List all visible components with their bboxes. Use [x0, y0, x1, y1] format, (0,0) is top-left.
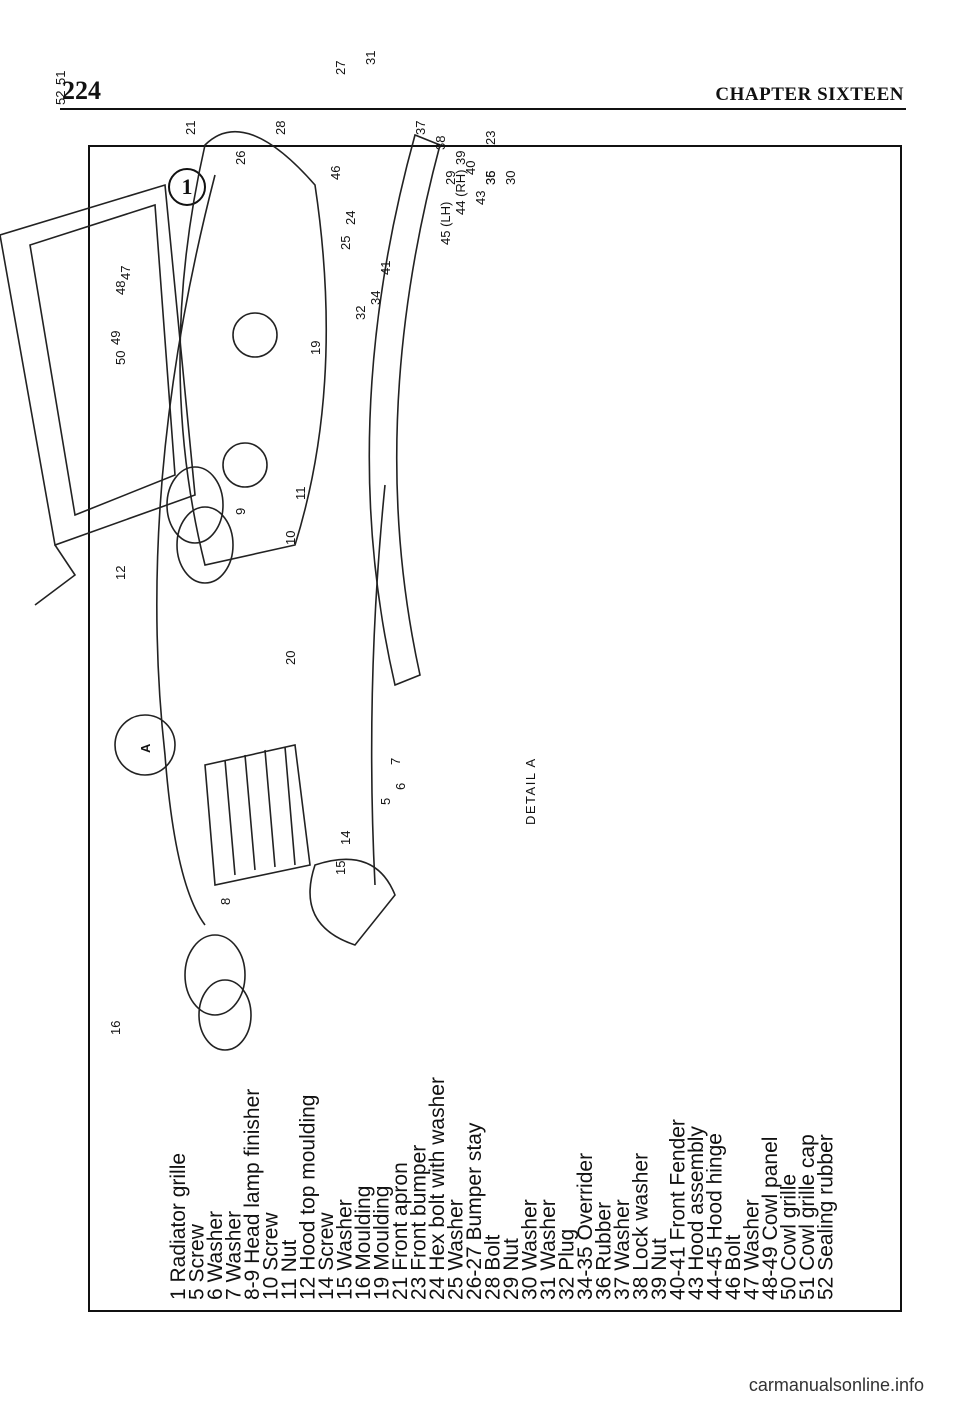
callout-label: 46 — [328, 166, 343, 180]
legend-entry: 8-9 Head lamp finisher — [241, 1089, 264, 1300]
legend-entry: 50 Cowl grille — [778, 1174, 801, 1300]
callout-label: 21 — [183, 121, 198, 135]
page-header: 224 CHAPTER SIXTEEN — [0, 0, 960, 110]
chapter-title: CHAPTER SIXTEEN — [715, 84, 904, 105]
callout-label: 5 — [378, 798, 393, 805]
callout-label: 37 — [413, 121, 428, 135]
callout-label: 20 — [283, 651, 298, 665]
callout-label: 40 — [463, 161, 478, 175]
legend-entry: 7 Washer — [223, 1211, 246, 1300]
legend-entry: 24 Hex bolt with washer — [426, 1077, 449, 1300]
legend-entry: 29 Nut — [500, 1238, 523, 1300]
callout-label: 32 — [353, 306, 368, 320]
callout-label: 30 — [503, 171, 518, 185]
legend-entry: 10 Screw — [260, 1212, 283, 1300]
callout-label: 25 — [338, 236, 353, 250]
legend-entry: 44-45 Hood hinge — [704, 1133, 727, 1300]
callout-label: 29 — [443, 171, 458, 185]
callout-label: 52 — [53, 91, 68, 105]
callout-label: 19 — [308, 341, 323, 355]
legend-entry: 23 Front bumper — [408, 1145, 431, 1300]
detail-caption: DETAIL A — [523, 757, 538, 825]
callout-label: 7 — [388, 758, 403, 765]
callout-labels: 1 5 6 7 8 9 10 11 12 14 15 16 19 20 21 2… — [53, 51, 518, 1035]
callout-label: 48 — [113, 281, 128, 295]
legend-entry: 51 Cowl grille cap — [796, 1134, 819, 1300]
callout-label: 10 — [283, 531, 298, 545]
legend-entry: 38 Lock washer — [630, 1153, 653, 1300]
callout-label: 14 — [338, 831, 353, 845]
legend-entry: 6 Washer — [204, 1211, 227, 1300]
callout-label: 44 (RH) — [453, 169, 468, 215]
legend-entry: 40-41 Front Fender — [667, 1119, 690, 1300]
legend-entry: 39 Nut — [648, 1238, 671, 1300]
legend-entry: 5 Screw — [186, 1223, 209, 1300]
legend-entry: 28 Bolt — [482, 1234, 505, 1300]
legend-entry: 43 Hood assembly — [685, 1126, 708, 1300]
legend-entry: 52 Sealing rubber — [815, 1134, 838, 1300]
callout-label: 27 — [333, 61, 348, 75]
callout-label: 49 — [108, 331, 123, 345]
legend-entry: 21 Front apron — [389, 1162, 412, 1300]
callout-label: 24 — [343, 211, 358, 225]
callout-label: 39 — [453, 151, 468, 165]
legend-entry: 15 Washer — [334, 1199, 357, 1300]
callout-label: 9 — [233, 508, 248, 515]
legend-entry: 12 Hood top moulding — [297, 1095, 320, 1300]
callout-label: 43 — [473, 191, 488, 205]
legend-entry: 48-49 Cowl panel — [759, 1137, 782, 1300]
callout-label: 31 — [363, 51, 378, 65]
legend-entry: 19 Moulding — [371, 1186, 394, 1300]
legend-entry: 11 Nut — [278, 1240, 301, 1300]
callout-label: 23 — [483, 131, 498, 145]
legend-entry: 26-27 Bumper stay — [463, 1122, 486, 1300]
callout-label: 41 — [378, 261, 393, 275]
callout-label: 15 — [333, 861, 348, 875]
callout-label: 47 — [118, 266, 133, 280]
detail-marker: A — [138, 743, 153, 753]
line-art — [0, 130, 441, 1051]
legend-entry: 37 Washer — [611, 1199, 634, 1300]
legend-entry: 46 Bolt — [722, 1234, 745, 1300]
callout-label: 34 — [368, 291, 383, 305]
callout-label: 12 — [113, 566, 128, 580]
callout-label: 50 — [113, 351, 128, 365]
callout-label: 26 — [233, 151, 248, 165]
figure-frame — [88, 145, 902, 1312]
legend-entry: 30 Washer — [519, 1199, 542, 1300]
watermark: carmanualsonline.info — [748, 1375, 924, 1395]
callout-label: 28 — [273, 121, 288, 135]
callout-label: 51 — [53, 71, 68, 85]
callout-label: 45 (LH) — [438, 202, 453, 245]
legend-entry: 47 Washer — [741, 1199, 764, 1300]
legend-entry: 25 Washer — [445, 1199, 468, 1300]
legend-entry: 31 Washer — [537, 1199, 560, 1300]
legend-entry: 1 Radiator grille — [167, 1153, 190, 1300]
callout-label: 11 — [293, 487, 308, 501]
legend-entry: 16 Moulding — [352, 1186, 375, 1300]
callout-label: 8 — [218, 898, 233, 905]
legend-entry: 14 Screw — [315, 1212, 338, 1300]
callout-label: 36 — [483, 171, 498, 185]
legend-entry: 34-35 Overrider — [574, 1153, 597, 1300]
legend-entry: 36 Rubber — [593, 1202, 616, 1300]
header-rule — [60, 108, 906, 110]
page-number: 224 — [62, 76, 101, 105]
callout-label: 6 — [393, 783, 408, 790]
legend-entry: 32 Plug — [556, 1229, 579, 1300]
figure-number-badge: 1 — [168, 168, 206, 206]
callout-label: 35 — [483, 171, 498, 185]
callout-label: 16 — [108, 1021, 123, 1035]
callout-label: 38 — [433, 136, 448, 150]
